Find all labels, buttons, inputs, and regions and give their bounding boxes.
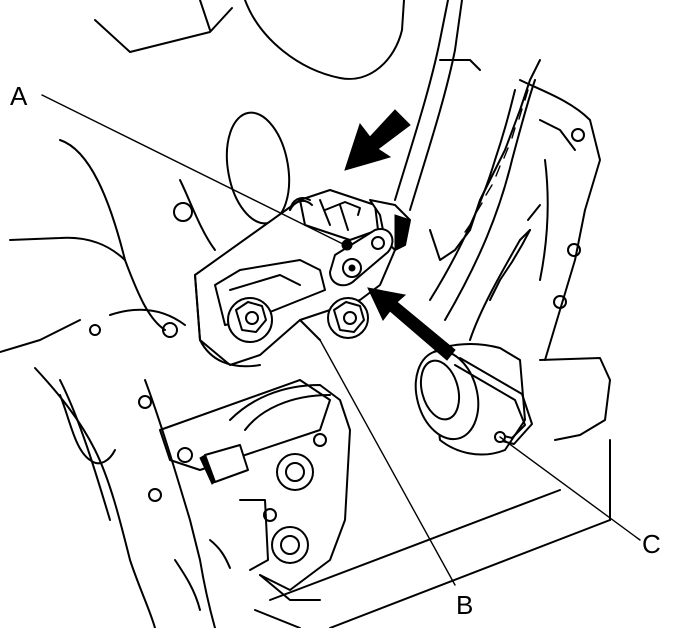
label-c: C bbox=[642, 529, 661, 559]
push-arrow-top bbox=[344, 109, 411, 171]
leader-lines bbox=[41, 94, 641, 586]
cylinder-and-pin bbox=[414, 343, 533, 456]
tensioner-body bbox=[159, 379, 611, 628]
label-b: B bbox=[456, 590, 473, 620]
bolt-right bbox=[327, 297, 369, 339]
insert-arrow bbox=[367, 287, 456, 361]
timing-chain bbox=[394, 0, 611, 441]
label-a: A bbox=[10, 81, 28, 111]
tensioner-arm bbox=[194, 189, 411, 368]
bolt-left bbox=[227, 297, 273, 343]
